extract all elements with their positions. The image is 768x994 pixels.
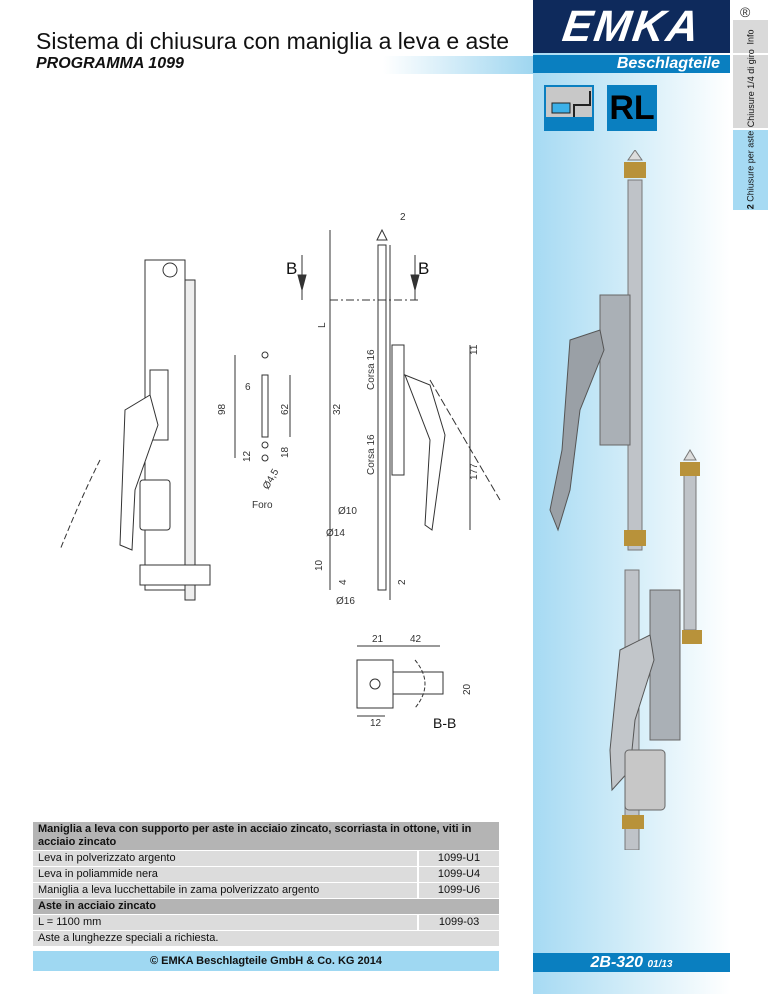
page-code: 2B-320 01/13 bbox=[533, 953, 730, 972]
dim-corsa-2: Corsa 16 bbox=[366, 434, 377, 475]
tab-number: 2 bbox=[745, 204, 756, 210]
program-subtitle: PROGRAMMA 1099 bbox=[36, 55, 184, 72]
dim-12-section: 12 bbox=[370, 718, 382, 729]
section-mark-right: B bbox=[418, 259, 429, 278]
hole-label: Foro bbox=[252, 500, 273, 511]
tab-chiusure-per-aste[interactable]: 2 Chiusure per aste bbox=[733, 130, 768, 210]
subtitle-band bbox=[33, 56, 533, 74]
dim-12: 12 bbox=[242, 450, 253, 462]
row-code: 1099-U4 bbox=[417, 867, 499, 882]
row-description: Leva in polverizzato argento bbox=[33, 851, 417, 866]
tab-info[interactable]: Info bbox=[733, 20, 768, 53]
group-header-handle: Maniglia a leva con supporto per aste in… bbox=[33, 822, 499, 850]
dim-177: 177 bbox=[469, 463, 480, 480]
row-description: Leva in poliammide nera bbox=[33, 867, 417, 882]
dim-dia-14: Ø14 bbox=[326, 528, 345, 539]
emka-logo: EMKA bbox=[533, 0, 730, 53]
rod-lower bbox=[680, 449, 702, 644]
tab-chiusure-quarto-giro[interactable]: 1 Chiusure 1/4 di giro bbox=[733, 49, 768, 134]
hole-pattern bbox=[234, 351, 291, 462]
page-date: 01/13 bbox=[647, 959, 673, 970]
perspective-view bbox=[59, 259, 211, 601]
dim-corsa-1: Corsa 16 bbox=[366, 349, 377, 390]
dim-18: 18 bbox=[280, 446, 291, 458]
dim-2-top: 2 bbox=[400, 212, 406, 223]
dim-21: 21 bbox=[372, 634, 384, 645]
section-label: B-B bbox=[433, 715, 456, 731]
table-row: Maniglia a leva lucchettabile in zama po… bbox=[33, 883, 499, 898]
dim-11: 11 bbox=[469, 344, 480, 355]
table-group-header: Aste in acciaio zincato bbox=[33, 899, 499, 914]
table-note: Aste a lunghezze speciali a richiesta. bbox=[33, 931, 499, 946]
row-description: Maniglia a leva lucchettabile in zama po… bbox=[33, 883, 417, 898]
tab-label: Chiusure per aste bbox=[745, 130, 756, 202]
rod-upper bbox=[624, 150, 646, 551]
row-code: 1099-U6 bbox=[417, 883, 499, 898]
row-description: L = 1100 mm bbox=[33, 915, 417, 930]
registered-mark: ® bbox=[740, 4, 751, 20]
dim-2-bottom: 2 bbox=[397, 579, 408, 585]
product-photo bbox=[549, 150, 702, 850]
section-view bbox=[356, 645, 444, 717]
dim-6: 6 bbox=[245, 382, 251, 393]
dim-32: 32 bbox=[332, 403, 343, 415]
rl-icon: RL bbox=[607, 85, 657, 131]
dim-10: 10 bbox=[314, 559, 325, 571]
page-title: Sistema di chiusura con maniglia a leva … bbox=[36, 28, 510, 54]
table-note-row: Aste a lunghezze speciali a richiesta. bbox=[33, 931, 499, 946]
side-view bbox=[297, 228, 501, 600]
group-header-rods: Aste in acciaio zincato bbox=[33, 899, 499, 914]
dim-dia-10: Ø10 bbox=[338, 506, 357, 517]
dim-4: 4 bbox=[338, 579, 349, 585]
dim-98: 98 bbox=[217, 403, 228, 415]
dim-62: 62 bbox=[280, 403, 291, 415]
technical-drawing: 98 62 6 12 18 Ø4,5 Foro B B 2 L Corsa 16… bbox=[59, 212, 501, 731]
tab-label: Chiusure 1/4 di giro bbox=[745, 48, 756, 127]
mounting-profile-icon bbox=[544, 85, 594, 131]
section-mark-left: B bbox=[286, 259, 297, 278]
logo-text: EMKA bbox=[559, 1, 704, 51]
article-table: Maniglia a leva con supporto per aste in… bbox=[33, 821, 499, 947]
dim-42: 42 bbox=[410, 634, 422, 645]
row-code: 1099-03 bbox=[417, 915, 499, 930]
tab-info-label: Info bbox=[745, 28, 756, 45]
page-number: 2B-320 bbox=[590, 954, 643, 971]
row-code: 1099-U1 bbox=[417, 851, 499, 866]
dim-20: 20 bbox=[462, 683, 473, 695]
brand-bar: Beschlagteile bbox=[533, 55, 730, 73]
dim-L: L bbox=[317, 322, 328, 328]
dim-dia-16: Ø16 bbox=[336, 596, 355, 607]
table-group-header: Maniglia a leva con supporto per aste in… bbox=[33, 822, 499, 850]
dim-hole-dia: Ø4,5 bbox=[261, 467, 282, 492]
copyright-footer: © EMKA Beschlagteile GmbH & Co. KG 2014 bbox=[33, 951, 499, 971]
